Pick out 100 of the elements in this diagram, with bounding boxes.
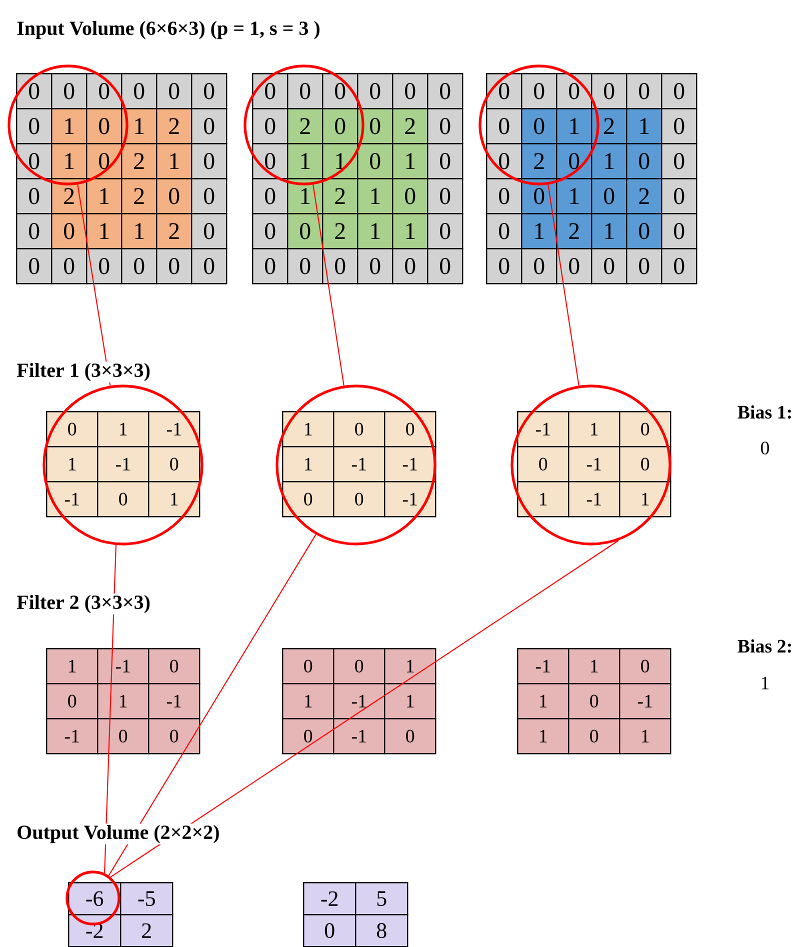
matrix-cell: 1 [282, 446, 334, 482]
matrix-cell: 0 [556, 73, 592, 110]
matrix-cell: 1 [357, 178, 394, 214]
matrix-cell: -1 [384, 446, 436, 482]
matrix-cell: 0 [392, 248, 428, 284]
matrix-cell: 1 [626, 108, 662, 144]
matrix-cell: 2 [556, 213, 592, 250]
matrix-cell: 0 [521, 108, 558, 144]
matrix-cell: 0 [486, 73, 522, 110]
matrix-cell: 0 [427, 248, 464, 284]
matrix-cell: 1 [619, 481, 672, 518]
matrix-cell: 0 [619, 411, 672, 448]
matrix-cell: 1 [556, 108, 592, 144]
section-heading: Filter 2 (3×3×3) [15, 594, 152, 614]
matrix-cell: 0 [486, 108, 522, 144]
matrix-cell: 2 [626, 178, 662, 214]
matrix-cell: 1 [282, 411, 334, 448]
matrix-cell: 0 [252, 213, 288, 250]
matrix-cell: 2 [287, 108, 324, 144]
matrix-cell: 0 [486, 178, 522, 214]
matrix-cell: 2 [392, 108, 428, 144]
matrix-cell: -5 [120, 882, 174, 916]
matrix-cell: 0 [661, 213, 698, 250]
matrix-cell: 0 [619, 648, 672, 684]
matrix-cell: 1 [287, 178, 324, 214]
matrix-cell: 0 [191, 108, 228, 144]
matrix-cell: 0 [384, 718, 436, 754]
matrix-cell: 0 [357, 248, 394, 284]
matrix-cell: 0 [626, 143, 662, 180]
matrix-cell: 0 [16, 213, 52, 250]
matrix-cell: 0 [16, 178, 52, 214]
matrix-cell: 1 [357, 213, 394, 250]
matrix-cell: 0 [333, 648, 386, 684]
matrix-cell: 1 [287, 143, 324, 180]
matrix-cell: 0 [282, 648, 334, 684]
matrix-cell: 0 [121, 73, 158, 110]
matrix-cell: -1 [333, 683, 386, 720]
matrix-cell: 1 [384, 683, 436, 720]
matrix-cell: 0 [191, 73, 228, 110]
matrix-cell: 0 [322, 73, 358, 110]
matrix-cell: 1 [384, 648, 436, 684]
matrix-cell: 0 [486, 143, 522, 180]
matrix-cell: 0 [86, 143, 122, 180]
matrix-cell: 2 [156, 213, 192, 250]
matrix-cell: 0 [86, 248, 122, 284]
matrix-cell: 0 [427, 73, 464, 110]
matrix-cell: 2 [121, 178, 158, 214]
matrix-cell: 1 [568, 411, 620, 448]
matrix-cell: -1 [619, 683, 672, 720]
matrix-cell: 0 [517, 446, 570, 482]
connector-line [312, 184, 344, 386]
matrix-cell: 0 [252, 73, 288, 110]
matrix-cell: 0 [252, 178, 288, 214]
matrix-cell: 0 [287, 73, 324, 110]
matrix-cell: 0 [427, 178, 464, 214]
matrix-cell: 1 [591, 213, 628, 250]
matrix-cell: 1 [86, 213, 122, 250]
highlight-circle [244, 64, 364, 186]
bias-label: Bias 2: [736, 638, 794, 654]
matrix-cell: 0 [16, 248, 52, 284]
matrix-cell: 0 [357, 108, 394, 144]
matrix-cell: 0 [252, 108, 288, 144]
matrix-cell: 1 [517, 481, 570, 518]
matrix-cell: 0 [486, 213, 522, 250]
matrix-cell: 0 [51, 213, 88, 250]
matrix-cell: 0 [384, 411, 436, 448]
section-heading: Input Volume (6×6×3) (p = 1, s = 3 ) [15, 20, 322, 40]
matrix-cell: 0 [556, 143, 592, 180]
matrix-cell: 0 [357, 73, 394, 110]
matrix-cell: 0 [626, 73, 662, 110]
matrix-cell: 0 [191, 143, 228, 180]
matrix-cell: 1 [121, 108, 158, 144]
connector-line [108, 534, 316, 876]
matrix-cell: -1 [148, 411, 200, 448]
highlight-circle [478, 64, 600, 186]
matrix-cell: 1 [556, 178, 592, 214]
highlight-circle [510, 384, 672, 546]
matrix-cell: 0 [521, 73, 558, 110]
matrix-cell: 1 [568, 648, 620, 684]
matrix-cell: 0 [86, 73, 122, 110]
matrix-cell: 0 [51, 248, 88, 284]
matrix-cell: 1 [322, 143, 358, 180]
matrix-cell: 2 [120, 914, 174, 947]
matrix-cell: 0 [303, 914, 356, 947]
matrix-cell: -1 [46, 718, 98, 754]
matrix-cell: 2 [121, 143, 158, 180]
matrix-cell: 0 [86, 108, 122, 144]
matrix-cell: -1 [568, 446, 620, 482]
matrix-cell: 0 [191, 248, 228, 284]
matrix-cell: 1 [392, 213, 428, 250]
matrix-cell: 1 [392, 143, 428, 180]
matrix-cell: 0 [46, 411, 98, 448]
matrix-cell: 0 [486, 248, 522, 284]
bias-value: 1 [758, 675, 772, 691]
matrix-cell: -6 [68, 882, 122, 916]
matrix-cell: 1 [619, 718, 672, 754]
matrix-cell: 1 [521, 213, 558, 250]
matrix-cell: 0 [287, 248, 324, 284]
matrix-cell: 0 [626, 248, 662, 284]
matrix-cell: 0 [191, 178, 228, 214]
